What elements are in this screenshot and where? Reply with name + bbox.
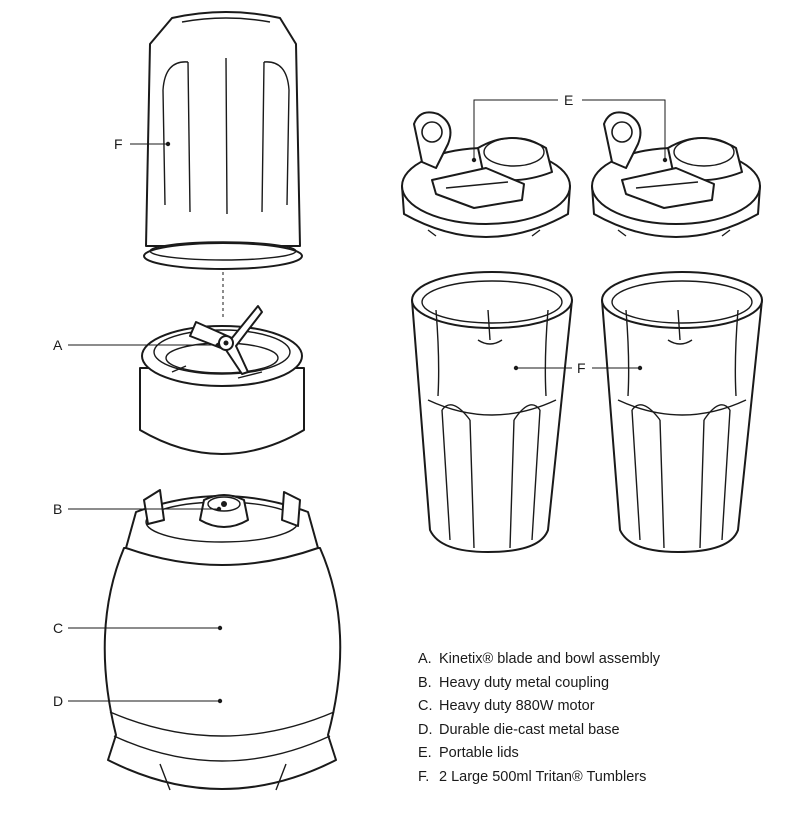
blade-bowl-assembly [139,305,305,455]
legend-key: D. [418,721,433,738]
callout-a: A [53,337,63,353]
legend-item: D. Durable die-cast metal base [418,719,660,743]
legend-item: E. Portable lids [418,742,660,766]
callout-e: E [564,92,573,108]
legend-text: 2 Large 500ml Tritan® Tumblers [439,768,647,785]
legend-text: Kinetix® blade and bowl assembly [439,651,661,667]
legend-item: C. Heavy duty 880W motor [418,695,660,719]
leader-lines [68,99,668,704]
legend-key: C. [418,698,433,715]
legend-text: Heavy duty 880W motor [439,698,595,715]
inverted-tumbler [143,11,303,318]
tumbler-left [411,271,573,553]
callout-b: B [53,501,62,517]
legend-item: F. 2 Large 500ml Tritan® Tumblers [418,766,660,790]
legend-key: B. [418,674,432,691]
legend-text: Heavy duty metal coupling [439,674,610,691]
legend-key: E. [418,745,432,762]
legend-text: Portable lids [439,745,519,762]
callout-c: C [53,620,63,636]
legend-item: A. Kinetix® blade and bowl assembly [418,648,660,672]
legend-item: B. Heavy duty metal coupling [418,672,660,696]
legend-key: F. [418,768,430,785]
legend-key: A. [418,651,432,667]
callout-f-top: F [114,136,123,152]
parts-legend: A. Kinetix® blade and bowl assembly B. Hea… [418,648,660,790]
portable-lid-left [401,111,571,238]
legend-text: Durable die-cast metal base [439,721,620,738]
callout-d: D [53,693,63,709]
tumbler-right [601,271,763,553]
callout-f-right: F [577,360,586,376]
motor-base [103,489,342,791]
portable-lid-right [591,111,761,238]
